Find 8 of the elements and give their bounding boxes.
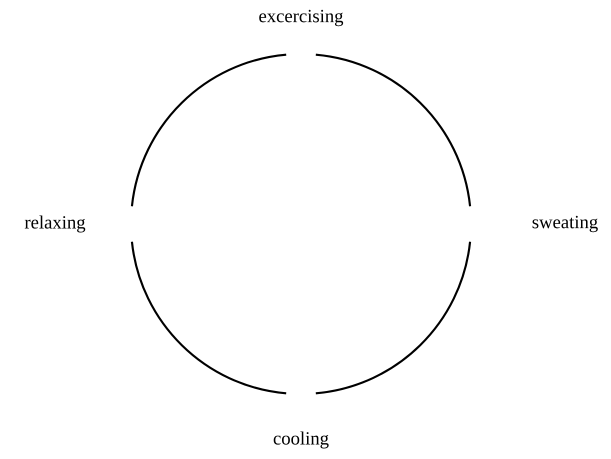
arc-connector xyxy=(130,54,286,206)
node-label: sweating xyxy=(532,216,598,232)
node-label: cooling xyxy=(274,431,329,448)
node-label: excercising xyxy=(259,10,344,26)
node-label: relaxing xyxy=(24,215,86,232)
arc-connector xyxy=(316,54,472,206)
arc-connector xyxy=(316,242,472,394)
arc-connector xyxy=(130,242,286,394)
